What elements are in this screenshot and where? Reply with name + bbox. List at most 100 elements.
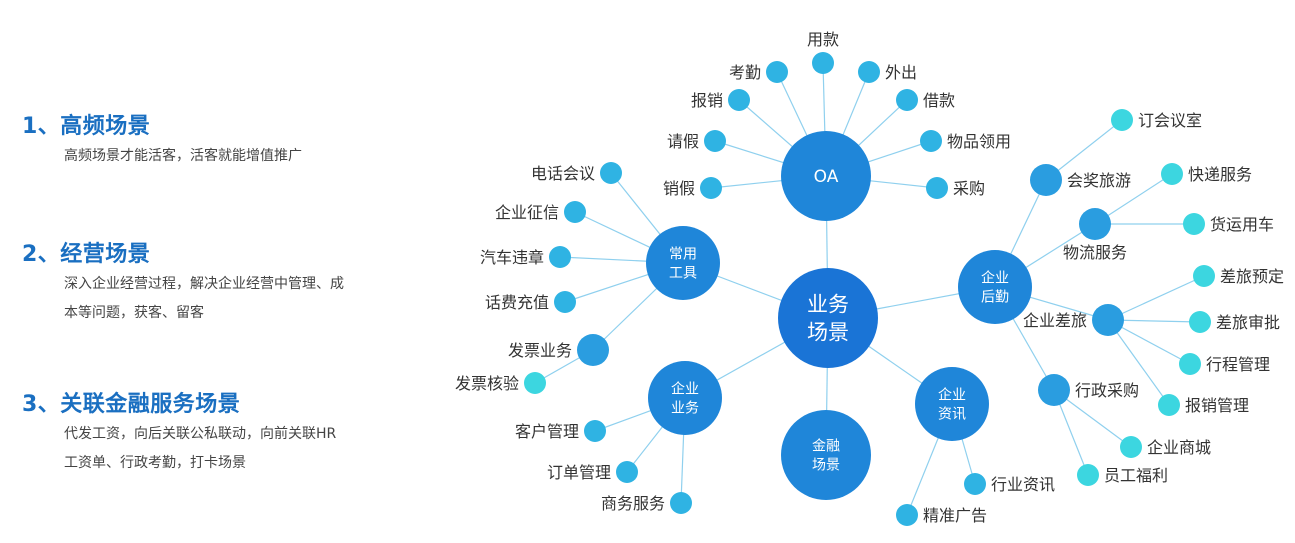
info-item-dot [964,473,986,495]
oa-item-label: 采购 [953,179,985,198]
oa-item-dot [700,177,722,199]
business-item-dot [584,420,606,442]
description-line: 本等问题，获客、留客 [64,305,204,321]
business-trip-item-dot [1193,265,1215,287]
oa-item-label: 物品领用 [947,132,1011,151]
logistics-item-label: 快递服务 [1188,165,1252,184]
tool-item-label: 电话会议 [531,164,595,183]
tool-item-label: 话费充值 [485,293,549,312]
procurement-dot [1038,374,1070,406]
business-trip-dot [1092,304,1124,336]
center-node-label: 业务 [807,292,849,316]
oa-item-label: 外出 [885,63,917,82]
logistics-item-dot [1183,213,1205,235]
logistics-node-circle [958,250,1032,324]
info-item-label: 行业资讯 [991,475,1055,494]
business-item-dot [616,461,638,483]
business-trip-item-label: 报销管理 [1185,396,1249,415]
tool-item-dot [564,201,586,223]
travel-meeting-item-dot [1111,109,1133,131]
tool-subitem-dot [524,372,546,394]
finance-node-label: 金融 [812,439,840,455]
description-line: 代发工资，向后关联公私联动，向前关联HR [64,426,337,442]
tool-item-label: 汽车违章 [480,248,544,267]
oa-item-dot [728,89,750,111]
center-node-circle [778,268,878,368]
oa-item-dot [926,177,948,199]
section-title: 3、关联金融服务场景 [22,392,241,417]
info-item-label: 精准广告 [923,506,987,525]
scenario-list: 1、高频场景 高频场景才能活客，活客就能增值推广 2、经营场景 深入企业经营过程… [0,0,440,543]
oa-item-dot [704,130,726,152]
business-trip-label: 企业差旅 [1023,311,1087,330]
info-item-dot [896,504,918,526]
diagram-nodes: 业务场景OA常用工具企业业务金融场景企业资讯企业后勤考勤用款外出报销借款请假物品… [455,30,1284,526]
oa-node-circle [781,131,871,221]
business-item-label: 商务服务 [601,494,665,513]
oa-item-dot [812,52,834,74]
business-trip-item-label: 差旅预定 [1220,267,1284,286]
info-node-circle [915,367,989,441]
section-title: 2、经营场景 [22,242,151,267]
oa-item-dot [920,130,942,152]
business-trip-item-dot [1179,353,1201,375]
procurement-item-label: 企业商城 [1147,438,1211,457]
business-item-label: 订单管理 [547,463,611,482]
tools-node-label: 常用 [669,247,697,263]
description-line: 工资单、行政考勤，打卡场景 [64,455,246,471]
section-description: 深入企业经营过程，解决企业经营中管理、成 本等问题，获客、留客 [64,270,344,328]
info-node-label: 资讯 [938,406,966,422]
tool-subitem-label: 发票核验 [455,374,519,393]
business-item-label: 客户管理 [515,422,579,441]
oa-node-label: OA [814,167,839,187]
oa-item-dot [858,61,880,83]
procurement-item-dot [1077,464,1099,486]
business-trip-item-label: 差旅审批 [1216,313,1280,332]
oa-item-dot [896,89,918,111]
tool-item-label: 发票业务 [508,341,572,360]
info-node-label: 企业 [938,387,966,404]
description-line: 高频场景才能活客，活客就能增值推广 [64,148,302,164]
travel-meeting-label: 会奖旅游 [1067,171,1131,190]
description-line: 深入企业经营过程，解决企业经营中管理、成 [64,276,344,292]
connector-line [1107,275,1205,321]
oa-item-label: 销假 [663,179,695,198]
business-node-label: 业务 [671,400,699,416]
logistics-node-label: 后勤 [981,289,1009,305]
oa-item-label: 用款 [807,30,839,49]
logistics-node-label: 企业 [981,270,1009,287]
tool-item-dot [600,162,622,184]
tool-item-dot [577,334,609,366]
logistics-service-dot [1079,208,1111,240]
section-description: 代发工资，向后关联公私联动，向前关联HR 工资单、行政考勤，打卡场景 [64,420,336,478]
tool-item-label: 企业征信 [495,203,559,222]
oa-item-label: 请假 [667,132,699,151]
finance-node-circle [781,410,871,500]
tools-node-label: 工具 [669,265,697,281]
logistics-item-dot [1161,163,1183,185]
section-high-frequency: 1、高频场景 高频场景才能活客，活客就能增值推广 [22,108,302,171]
tool-item-dot [554,291,576,313]
logistics-service-label: 物流服务 [1063,243,1127,262]
oa-item-label: 借款 [923,91,955,110]
tool-item-dot [549,246,571,268]
procurement-label: 行政采购 [1075,381,1139,400]
center-node-label: 场景 [807,321,849,345]
tools-node-circle [646,226,720,300]
oa-item-dot [766,61,788,83]
business-trip-item-label: 行程管理 [1206,355,1270,374]
connector-line [1107,319,1170,406]
logistics-item-label: 货运用车 [1210,215,1274,234]
business-trip-item-dot [1189,311,1211,333]
section-title: 1、高频场景 [22,114,151,139]
section-description: 高频场景才能活客，活客就能增值推广 [64,142,302,171]
oa-item-label: 报销 [691,91,723,110]
business-node-label: 企业 [671,381,699,398]
business-item-dot [670,492,692,514]
business-node-circle [648,361,722,435]
business-trip-item-dot [1158,394,1180,416]
travel-meeting-item-label: 订会议室 [1138,111,1202,130]
travel-meeting-dot [1030,164,1062,196]
procurement-item-dot [1120,436,1142,458]
section-finance: 3、关联金融服务场景 代发工资，向后关联公私联动，向前关联HR 工资单、行政考勤… [22,386,336,478]
